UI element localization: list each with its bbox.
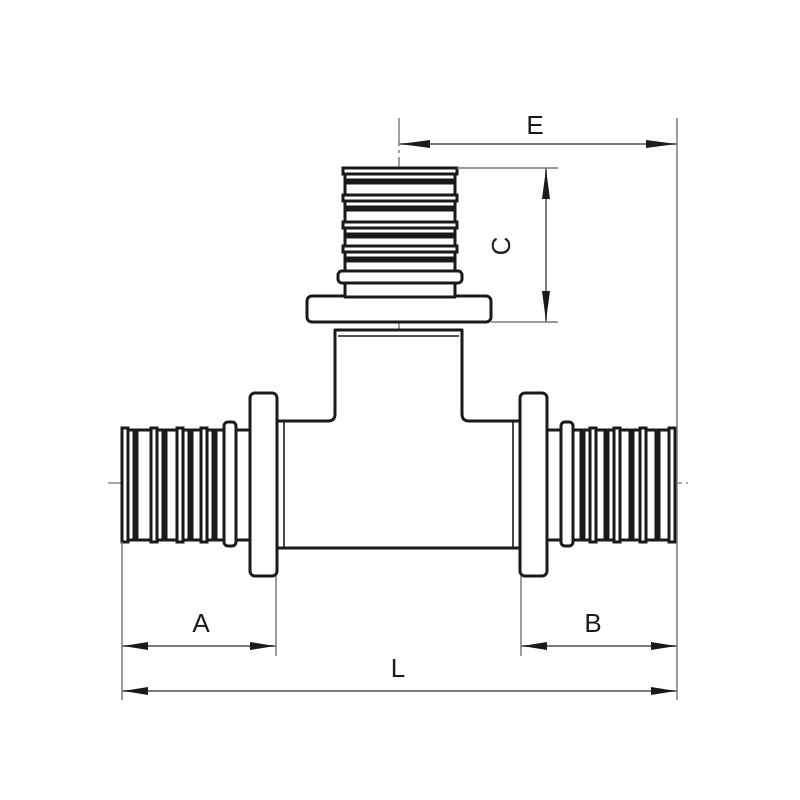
left-rib-3 [149, 426, 159, 544]
left-connector [120, 391, 279, 578]
tee-body [275, 328, 522, 550]
dim-label-A: A [192, 608, 210, 638]
top-collar-flange [305, 294, 493, 324]
left-neck [234, 428, 252, 542]
top-lip-ring [336, 269, 464, 285]
top-connector [305, 166, 493, 324]
arrow-icon [123, 687, 148, 695]
arrow-icon [646, 140, 676, 148]
top-rib-1 [341, 166, 459, 176]
left-rib-7 [199, 426, 209, 544]
dimension-L: L [122, 653, 677, 695]
left-rib-2 [132, 428, 139, 542]
left-rib-4 [161, 428, 168, 542]
right-neck [545, 428, 563, 542]
left-rib-6 [187, 428, 194, 542]
right-rib-6 [638, 426, 648, 544]
top-rib-5 [341, 220, 459, 230]
right-rib-4 [612, 426, 622, 544]
dim-label-B: B [584, 608, 601, 638]
left-lip-ring [222, 420, 238, 548]
right-lip-ring [559, 420, 575, 548]
right-collar-flange [518, 391, 549, 578]
right-connector [518, 391, 677, 578]
top-rib-4 [343, 205, 457, 212]
left-rib-5 [175, 426, 185, 544]
right-rib-5 [628, 428, 635, 542]
right-rib-1 [579, 428, 586, 542]
arrow-icon [542, 291, 550, 321]
arrow-icon [522, 642, 547, 650]
arrow-icon [400, 140, 430, 148]
dim-label-L: L [391, 653, 405, 683]
left-rib-1 [120, 426, 130, 544]
right-rib-8 [667, 426, 677, 544]
dim-label-C: C [486, 237, 516, 256]
top-ribbed-body [343, 166, 457, 273]
dimension-C: C [486, 168, 550, 322]
right-rib-2 [588, 426, 598, 544]
dim-label-E: E [526, 110, 543, 140]
dimension-B: B [521, 608, 677, 650]
left-rib-8 [211, 428, 218, 542]
arrow-icon [542, 169, 550, 199]
top-rib-6 [343, 232, 457, 239]
top-rib-3 [341, 193, 459, 203]
dimension-A: A [122, 608, 276, 650]
arrow-icon [651, 687, 676, 695]
right-rib-3 [603, 428, 610, 542]
top-rib-7 [341, 244, 459, 254]
right-rib-7 [654, 428, 661, 542]
arrow-icon [123, 642, 148, 650]
left-collar-flange [248, 391, 279, 578]
arrow-icon [651, 642, 676, 650]
top-rib-2 [343, 178, 457, 185]
tee-body-outline [275, 328, 522, 550]
top-neck [343, 281, 457, 299]
arrow-icon [250, 642, 275, 650]
top-rib-8 [343, 256, 457, 263]
dimension-E: E [399, 110, 677, 148]
